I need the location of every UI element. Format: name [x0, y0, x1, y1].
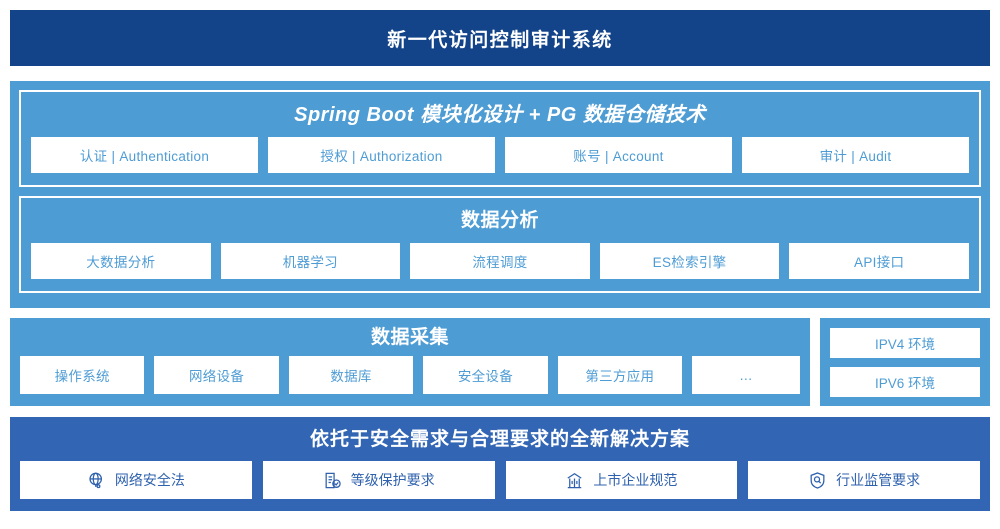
card-listed-company-standard[interactable]: 上市企业规范	[505, 461, 738, 499]
card-audit[interactable]: 审计 | Audit	[742, 137, 969, 173]
card-account[interactable]: 账号 | Account	[505, 137, 732, 173]
card-authentication[interactable]: 认证 | Authentication	[31, 137, 258, 173]
card-classified-protection-label: 等级保护要求	[350, 472, 435, 488]
card-machine-learning[interactable]: 机器学习	[220, 243, 401, 279]
card-database[interactable]: 数据库	[288, 356, 414, 394]
card-more[interactable]: …	[692, 356, 801, 394]
section-data-analysis-cards: 大数据分析 机器学习 流程调度 ES检索引擎 API接口	[31, 243, 969, 279]
card-security-device[interactable]: 安全设备	[423, 356, 548, 394]
section-solution-cards: 网络安全法 等级保护要求	[20, 461, 980, 499]
section-spring-boot: Spring Boot 模块化设计 + PG 数据仓储技术 认证 | Authe…	[19, 90, 981, 187]
card-big-data-analysis[interactable]: 大数据分析	[31, 243, 211, 279]
section-data-collection-cards: 操作系统 网络设备 数据库 安全设备 第三方应用 …	[20, 356, 801, 394]
card-listed-company-standard-label: 上市企业规范	[593, 472, 678, 488]
document-check-icon	[323, 471, 342, 490]
card-third-party-app[interactable]: 第三方应用	[557, 356, 683, 394]
section-data-collection-title: 数据采集	[370, 327, 449, 348]
bank-building-icon	[565, 471, 584, 490]
section-data-analysis: 数据分析 大数据分析 机器学习 流程调度 ES检索引擎 API接口	[19, 196, 981, 293]
card-cybersecurity-law-label: 网络安全法	[114, 472, 185, 488]
card-operating-system[interactable]: 操作系统	[20, 356, 145, 394]
card-es-search-engine[interactable]: ES检索引擎	[599, 243, 780, 279]
card-ipv6-environment[interactable]: IPV6 环境	[830, 366, 980, 397]
globe-icon	[87, 471, 106, 490]
section-ip-environments: IPV4 环境 IPV6 环境	[820, 318, 990, 406]
card-industry-regulation[interactable]: 行业监管要求	[748, 461, 980, 499]
section-solution-title: 依托于安全需求与合理要求的全新解决方案	[309, 429, 690, 450]
card-process-scheduling[interactable]: 流程调度	[410, 243, 590, 279]
data-collection-row: 数据采集 操作系统 网络设备 数据库 安全设备 第三方应用 … IPV4 环境 …	[10, 318, 990, 406]
architecture-upper-panel: Spring Boot 模块化设计 + PG 数据仓储技术 认证 | Authe…	[10, 81, 990, 308]
section-spring-boot-title: Spring Boot 模块化设计 + PG 数据仓储技术	[294, 104, 706, 126]
card-industry-regulation-label: 行业监管要求	[836, 472, 921, 488]
page-header: 新一代访问控制审计系统	[10, 10, 990, 66]
card-ipv4-environment[interactable]: IPV4 环境	[830, 327, 980, 358]
shield-search-icon	[808, 471, 827, 490]
card-cybersecurity-law[interactable]: 网络安全法	[20, 461, 252, 499]
card-authorization[interactable]: 授权 | Authorization	[268, 137, 495, 173]
card-classified-protection[interactable]: 等级保护要求	[262, 461, 495, 499]
section-data-collection: 数据采集 操作系统 网络设备 数据库 安全设备 第三方应用 …	[10, 318, 810, 406]
card-network-device[interactable]: 网络设备	[154, 356, 279, 394]
section-data-analysis-title: 数据分析	[460, 210, 539, 231]
card-api-interface[interactable]: API接口	[789, 243, 969, 279]
section-solution: 依托于安全需求与合理要求的全新解决方案 网络安全法	[10, 417, 990, 511]
section-spring-boot-cards: 认证 | Authentication 授权 | Authorization 账…	[31, 137, 969, 173]
page-title: 新一代访问控制审计系统	[387, 29, 613, 51]
